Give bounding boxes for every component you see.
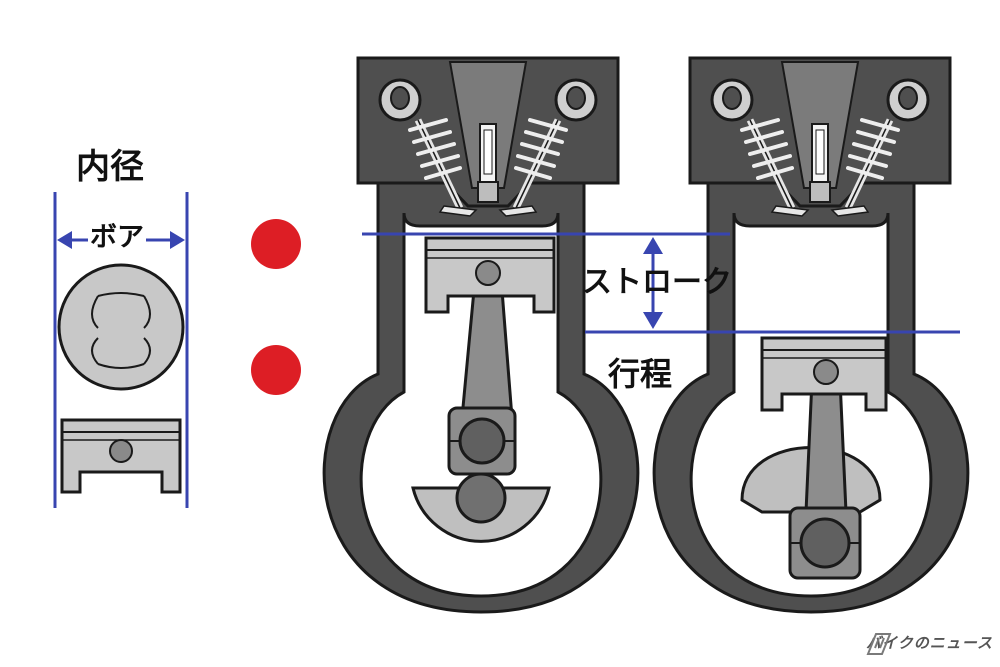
site-logo: バイクのニュース (866, 632, 993, 655)
red-dot-top (251, 219, 301, 269)
engine-piston-top (322, 58, 640, 614)
bore-label: ボア (88, 222, 146, 253)
stroke-indicator (362, 232, 960, 334)
engine-piston-bottom (652, 58, 970, 614)
stroke-title-label: 行程 (608, 355, 673, 393)
stroke-label: ストローク (582, 265, 732, 300)
bore-title-label: 内径 (76, 147, 144, 187)
red-dot-bottom (251, 345, 301, 395)
logo-text: バイクのニュース (866, 634, 993, 652)
bore-illustration (53, 192, 189, 508)
logo-icon (866, 633, 892, 655)
